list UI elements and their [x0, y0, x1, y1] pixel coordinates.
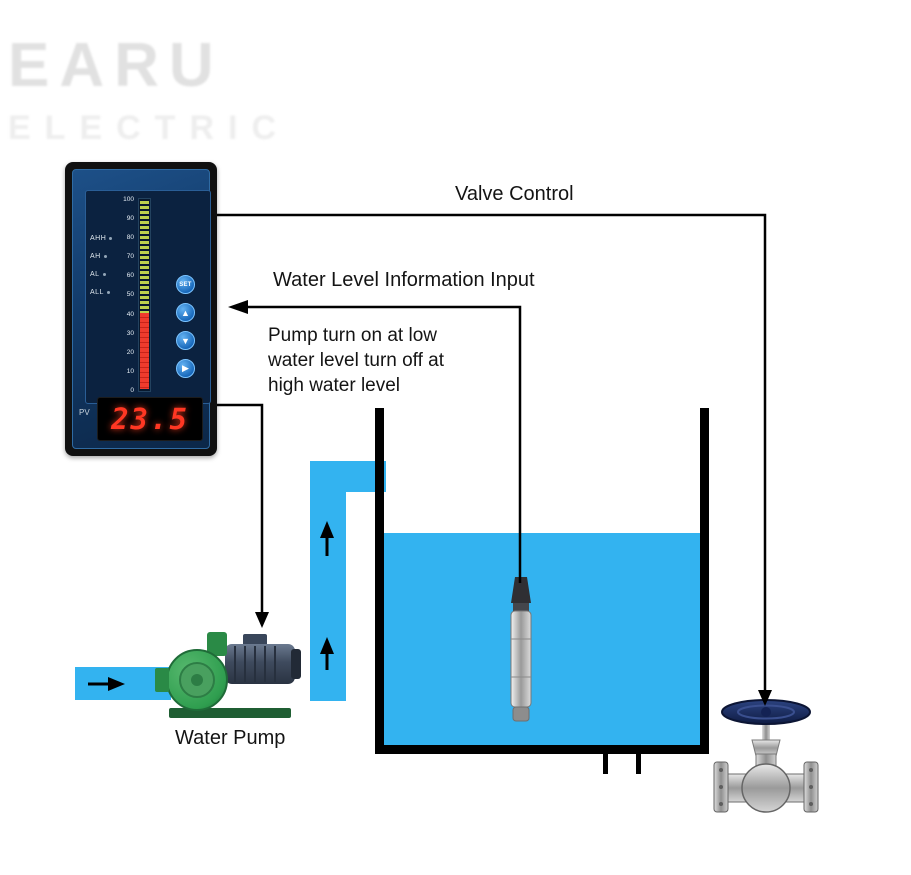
- pump-control-arrow: [255, 612, 269, 628]
- digital-display: 23.5: [97, 397, 203, 441]
- level-sensor-illustration: [510, 577, 532, 722]
- valve-control-line: [217, 213, 767, 692]
- valve-control-label: Valve Control: [455, 183, 574, 205]
- tank-water: [384, 533, 700, 745]
- pump-note: Pump turn on at low water level turn off…: [268, 323, 444, 398]
- bargraph-red-level: [140, 313, 149, 389]
- alarm-labels: AHH AH AL ALL: [90, 229, 113, 301]
- bargraph-scale: 100 90 80 70 60 50 40 30 20 10 0: [123, 196, 134, 394]
- sensor-neck: [513, 603, 529, 611]
- flange-bolts: [719, 768, 813, 806]
- bargraph-green-segments: [140, 201, 149, 313]
- watermark: EARU ELECTRIC: [8, 30, 290, 148]
- pump-inlet: [155, 668, 169, 692]
- up-arrow-button: ▲: [176, 303, 195, 322]
- riser-pipe-elbow: [310, 461, 386, 492]
- sensor-cable-boot: [511, 577, 531, 603]
- tank-bottom-wall: [375, 745, 709, 754]
- valve-stem: [762, 710, 770, 744]
- pump-note-line1: Pump turn on at low: [268, 325, 437, 346]
- alarm-label-ah: AH: [90, 252, 101, 260]
- motor-fins: [234, 646, 276, 682]
- pump-hub: [191, 674, 203, 686]
- water-pump-label: Water Pump: [175, 727, 286, 749]
- alarm-label-al: AL: [90, 270, 100, 278]
- set-button: SET: [176, 275, 195, 294]
- tank-drain-right: [636, 753, 641, 774]
- flow-arrow-right: [108, 677, 125, 691]
- pump-motor: [225, 644, 295, 684]
- sensor-signal-arrow: [228, 300, 248, 314]
- watermark-line1: EARU: [8, 31, 224, 100]
- water-pump-illustration: [155, 632, 301, 718]
- handwheel-hub: [761, 707, 771, 717]
- bargraph-column: [138, 198, 151, 392]
- flow-arrow-up-2: [320, 637, 334, 654]
- enter-arrow-button: ▶: [176, 359, 195, 378]
- pump-note-line3: high water level: [268, 375, 401, 396]
- sensor-bottom-cap: [512, 706, 530, 722]
- pump-note-line2: water level turn off at: [268, 350, 445, 371]
- alarm-led: [109, 236, 113, 240]
- watermark-line2: ELECTRIC: [8, 109, 290, 147]
- tank-right-wall: [700, 408, 709, 754]
- valve-body: [741, 763, 791, 813]
- valve-control-arrow: [758, 690, 772, 706]
- alarm-led: [106, 290, 110, 294]
- motor-end-cap: [291, 649, 301, 679]
- controller-panel: AHH AH AL ALL 100 90 80 70 60 50 40 30 2…: [72, 169, 211, 449]
- alarm-led: [103, 254, 107, 258]
- alarm-label-all: ALL: [90, 288, 104, 296]
- sensor-signal-line: [246, 305, 522, 583]
- pv-label: PV: [79, 408, 90, 417]
- pump-control-line: [217, 403, 264, 614]
- alarm-led: [102, 272, 106, 276]
- down-arrow-button: ▼: [176, 331, 195, 350]
- gate-valve-illustration: [713, 699, 819, 813]
- display-value: 23.5: [111, 402, 189, 436]
- tank-drain-left: [603, 753, 608, 774]
- controller-screen: AHH AH AL ALL 100 90 80 70 60 50 40 30 2…: [85, 190, 211, 404]
- tank-left-wall: [375, 408, 384, 754]
- level-controller: AHH AH AL ALL 100 90 80 70 60 50 40 30 2…: [65, 162, 217, 456]
- flow-arrow-up-1: [320, 521, 334, 538]
- pump-outlet: [207, 632, 227, 656]
- water-level-input-label: Water Level Information Input: [273, 269, 535, 291]
- alarm-label-ahh: AHH: [90, 234, 107, 242]
